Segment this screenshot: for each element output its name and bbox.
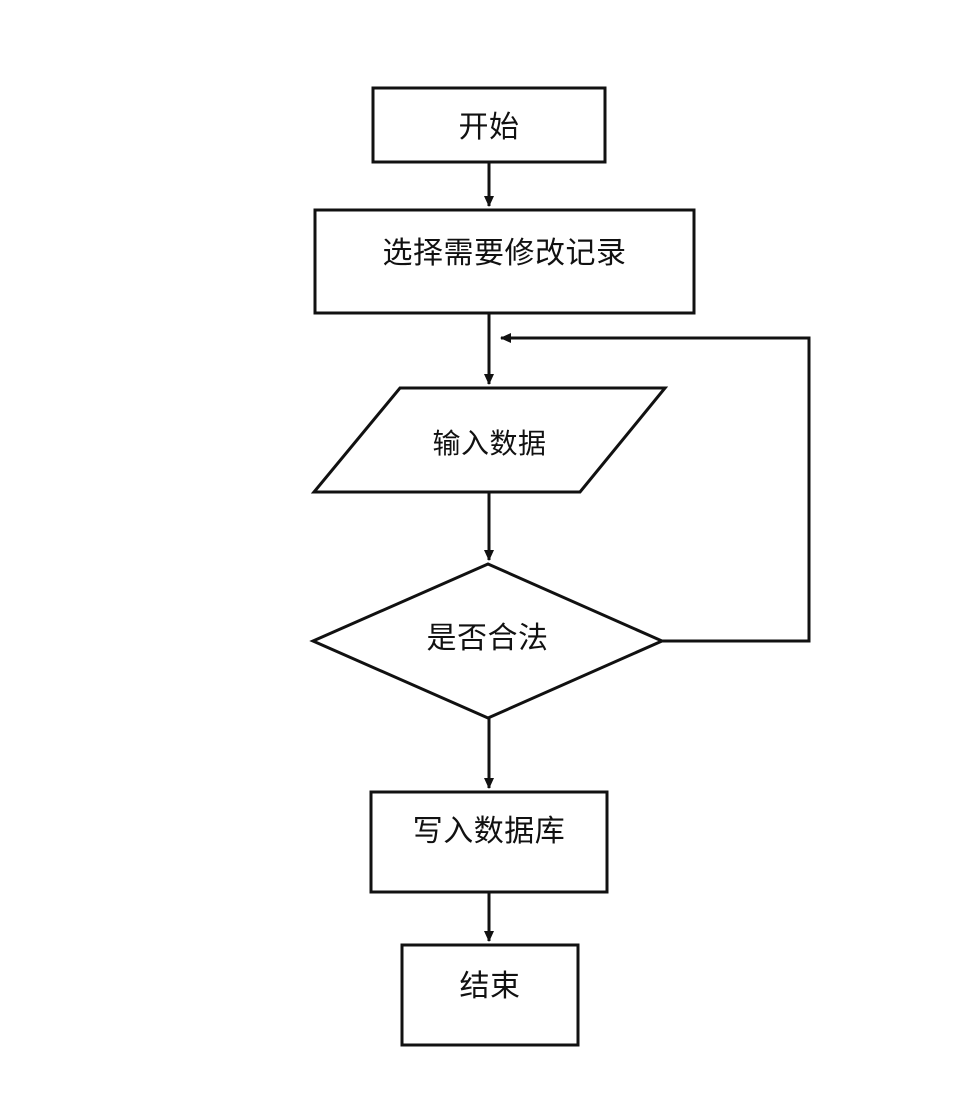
node-start-label: 开始 <box>458 111 520 144</box>
node-validate-label: 是否合法 <box>426 622 549 655</box>
node-end-shape <box>400 943 580 1047</box>
node-input-label: 输入数据 <box>432 429 547 460</box>
node-end-label: 结束 <box>459 970 521 1003</box>
edge-validate-loop-back <box>500 333 811 643</box>
node-start-shape <box>371 86 607 164</box>
node-select-shape <box>313 208 696 315</box>
node-input-shape <box>310 386 669 494</box>
node-select-label: 选择需要修改记录 <box>382 237 627 270</box>
node-write-label: 写入数据库 <box>412 815 566 848</box>
